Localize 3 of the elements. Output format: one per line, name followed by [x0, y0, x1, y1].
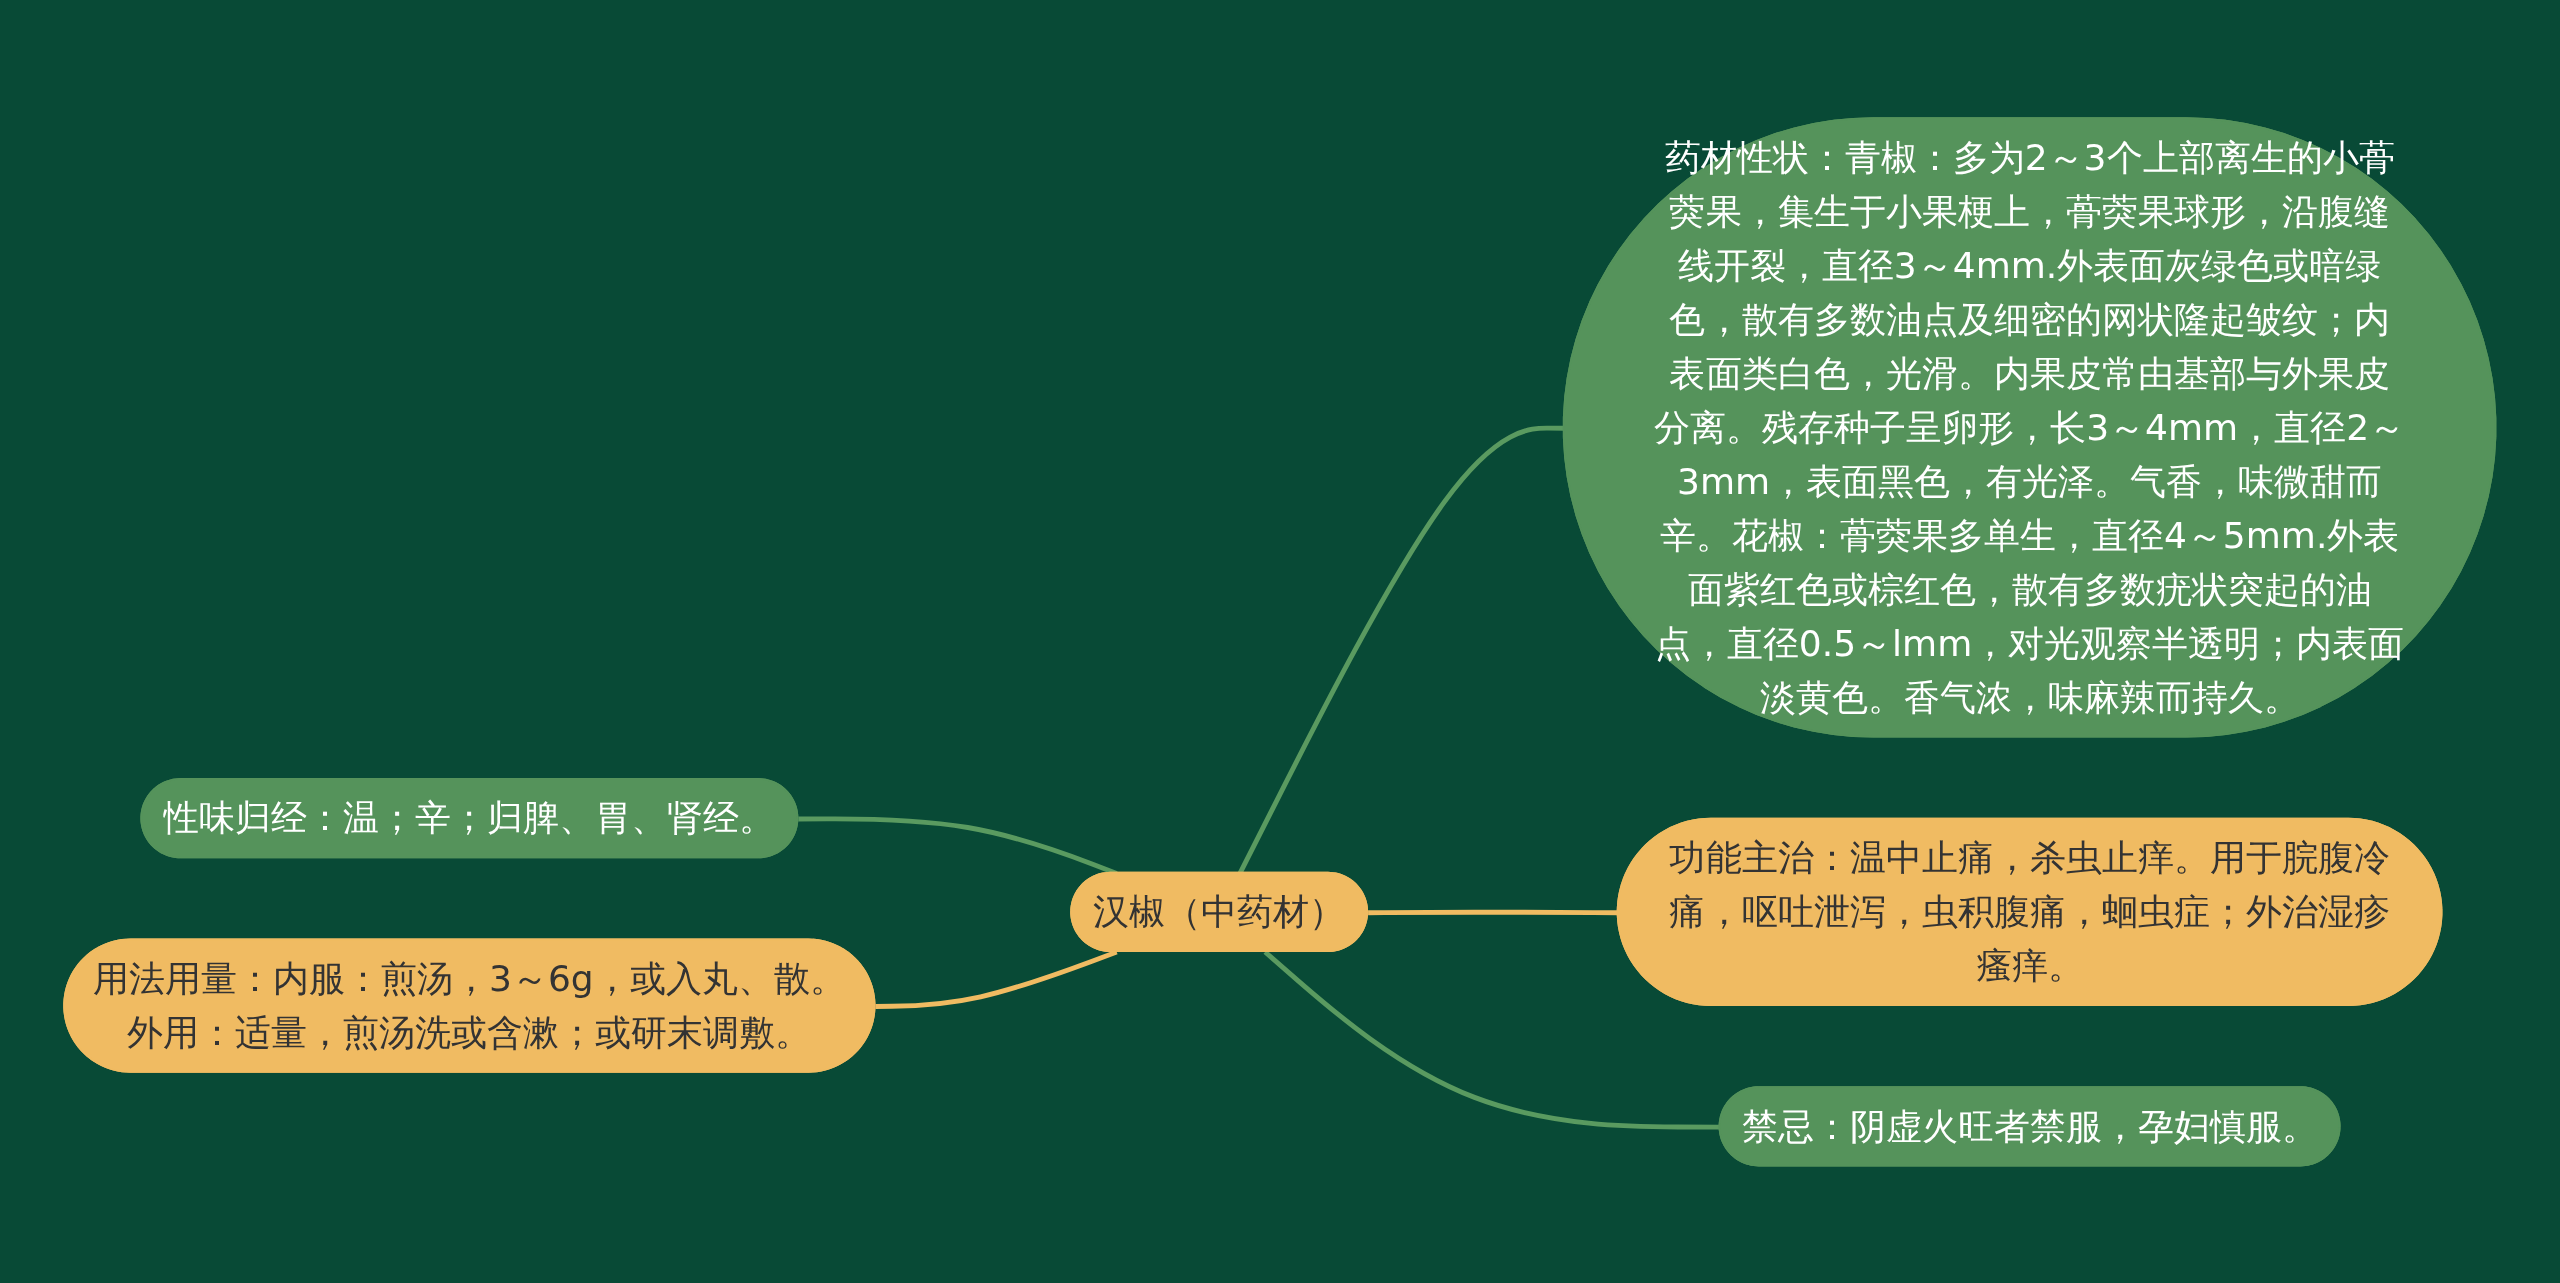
- connector: [1263, 949, 1721, 1130]
- connector: [1368, 909, 1619, 915]
- connector: [875, 949, 1118, 1009]
